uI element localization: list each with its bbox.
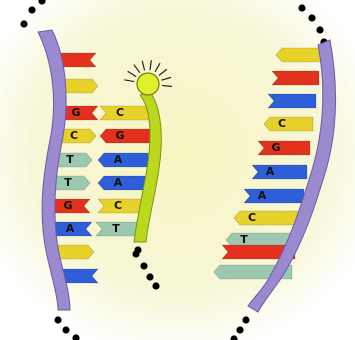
strand-dot [20, 20, 27, 27]
diagram.left_strand.bases-letter: T [66, 153, 74, 166]
right-base [252, 165, 307, 179]
strand-dot [152, 282, 159, 289]
diagram.right_strand.bases-letter: C [248, 211, 256, 224]
right-base [264, 117, 313, 131]
strand-dot [316, 26, 323, 33]
strand-dot [146, 273, 153, 280]
diagram.new_strand_bases-letter: G [115, 129, 124, 142]
strand-dot [140, 262, 147, 269]
right-base [244, 189, 304, 203]
diagram.new_strand_bases-letter: A [114, 176, 123, 189]
strand-dot [308, 14, 315, 21]
strand-dot [62, 326, 69, 333]
right-base [268, 94, 316, 108]
new-base [98, 176, 148, 190]
diagram.left_strand.bases-letter: T [64, 176, 72, 189]
strand-dot [28, 6, 35, 13]
diagram.new_strand_bases-letter: C [114, 199, 122, 212]
right-base [234, 211, 301, 225]
right-base [276, 48, 322, 62]
new-base [100, 129, 150, 143]
diagram.new_strand_bases-letter: A [114, 153, 123, 166]
new-base [100, 106, 150, 120]
diagram.new_strand_bases-letter: C [116, 106, 124, 119]
right-base [258, 141, 310, 155]
diagram.right_strand.bases-letter: T [240, 233, 248, 246]
strand-dot [236, 326, 243, 333]
left-base [58, 53, 96, 67]
right-base [272, 71, 319, 85]
diagram.new_strand_bases-letter: T [112, 222, 120, 235]
diagram.right_strand.bases-letter: A [258, 189, 267, 202]
strand-dot [298, 4, 305, 11]
strand-dot [134, 246, 141, 253]
new-base [98, 153, 148, 167]
left-base [56, 245, 94, 259]
diagram.left_strand.bases-letter: A [66, 222, 75, 235]
diagram.right_strand.bases-letter: C [278, 117, 286, 130]
strand-dot [242, 316, 249, 323]
diagram.right_strand.bases-letter: G [271, 141, 280, 154]
diagram.right_strand.bases-letter: A [266, 165, 275, 178]
diagram.left_strand.bases-letter: G [71, 106, 80, 119]
diagram.left_strand.bases-letter: C [70, 129, 78, 142]
strand-dot [54, 316, 61, 323]
diagram.left_strand.bases-letter: G [63, 199, 72, 212]
